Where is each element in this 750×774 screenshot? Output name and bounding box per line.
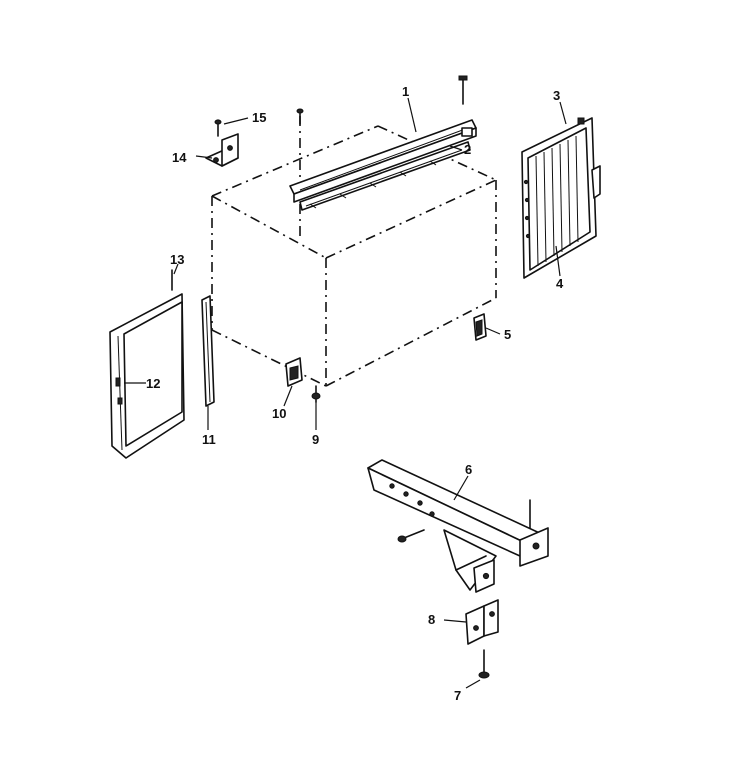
- callout-2: 2: [464, 142, 471, 157]
- leader-lines: [124, 97, 567, 689]
- callout-13: 13: [170, 252, 184, 267]
- callout-7: 7: [454, 688, 461, 703]
- support-bracket-part-6: [367, 459, 549, 593]
- bracket-screw-part-15: [214, 108, 304, 137]
- side-louver-panel-part-3: [521, 117, 601, 279]
- callout-9: 9: [312, 432, 319, 447]
- callout-11: 11: [202, 432, 216, 447]
- callout-10: 10: [272, 406, 286, 421]
- callout-14: 14: [172, 150, 187, 165]
- bracket-screw-icon: [397, 529, 425, 543]
- vertical-strip-part-11: [201, 295, 215, 407]
- callout-6: 6: [465, 462, 472, 477]
- callout-15: 15: [252, 110, 266, 125]
- angle-bracket-part-14: [205, 133, 239, 167]
- top-rail-part-2: [299, 141, 471, 211]
- callout-12: 12: [146, 376, 160, 391]
- base-bracket-part-10: [285, 357, 303, 387]
- front-frame-part-12: [109, 293, 185, 459]
- callout-3: 3: [553, 88, 560, 103]
- callout-1: 1: [402, 84, 409, 99]
- callout-4: 4: [556, 276, 564, 291]
- rail-clip-icon: [461, 127, 473, 137]
- cabinet-outline: [211, 116, 497, 387]
- foot-bracket-part-8: [465, 599, 499, 645]
- base-screw-part-9: [311, 385, 321, 403]
- callout-5: 5: [504, 327, 511, 342]
- foot-screw-part-7: [478, 649, 490, 679]
- top-rail-part-1: [289, 119, 477, 203]
- callout-numbers: 1 2 3 4 5 6 7 8 9 10 11 12 13 14 15: [146, 84, 564, 703]
- bracket-part-5: [473, 313, 487, 341]
- callout-8: 8: [428, 612, 435, 627]
- rail-screw-icon: [458, 75, 468, 105]
